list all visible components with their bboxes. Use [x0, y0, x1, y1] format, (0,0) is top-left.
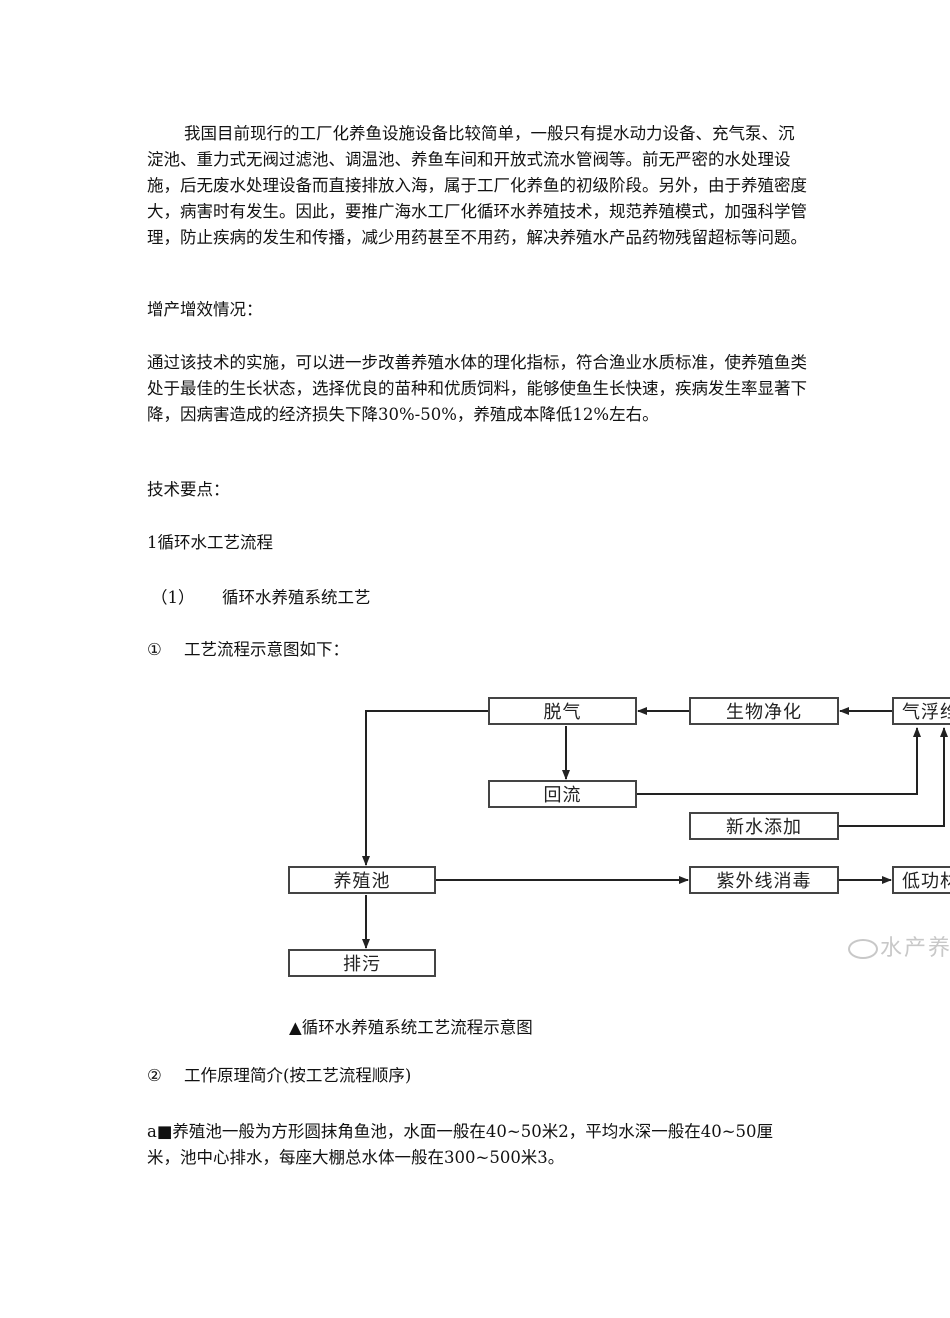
arrow-return-to-float [637, 727, 921, 795]
arrow-newwater-to-float [839, 727, 948, 827]
subsection-1-number: （1） [151, 588, 195, 607]
arrow-degas-to-pond [362, 710, 488, 866]
box-new-water: 新水添加 [689, 812, 839, 840]
box-culture-pond: 养殖池 [288, 866, 436, 894]
watermark-text: 水产养 [880, 936, 950, 961]
heading-benefit: 增产增效情况： [147, 300, 263, 319]
watermark-logo-icon [848, 939, 878, 959]
item-2-text: 工作原理简介(按工艺流程顺序) [184, 1066, 412, 1085]
box-low-power: 低功材 [892, 866, 950, 894]
subsection-1-title: 循环水养殖系统工艺 [222, 588, 371, 607]
box-return-flow: 回流 [488, 780, 637, 808]
diagram-caption: ▲循环水养殖系统工艺流程示意图 [289, 1018, 533, 1037]
box-degas: 脱气 [488, 697, 637, 725]
paragraph-a: a■养殖池一般为方形圆抹角鱼池，水面一般在40~50米2，平均水深一般在40~5… [147, 1122, 774, 1167]
box-uv-disinfection: 紫外线消毒 [689, 866, 839, 894]
item-1-number: ① [147, 640, 162, 659]
box-drain: 排污 [288, 949, 436, 977]
process-flow-diagram: 脱气 生物净化 气浮绉 回流 新水添加 养殖池 紫外线消毒 低功材 排污 [0, 680, 950, 1000]
box-air-flotation: 气浮绉 [892, 697, 950, 725]
watermark: 水产养 [848, 930, 950, 962]
benefit-paragraph: 通过该技术的实施，可以进一步改善养殖水体的理化指标，符合渔业水质标准，使养殖鱼类… [147, 353, 807, 424]
item-2-number: ② [147, 1066, 162, 1085]
item-1-text: 工艺流程示意图如下： [184, 640, 349, 659]
heading-key-points: 技术要点： [147, 480, 230, 499]
flow-connectors [362, 707, 948, 949]
box-bio-purification: 生物净化 [689, 697, 839, 725]
intro-paragraph: 我国目前现行的工厂化养鱼设施设备比较简单，一般只有提水动力设备、充气泵、沉淀池、… [147, 124, 807, 247]
section-1-title: 1循环水工艺流程 [147, 533, 273, 552]
